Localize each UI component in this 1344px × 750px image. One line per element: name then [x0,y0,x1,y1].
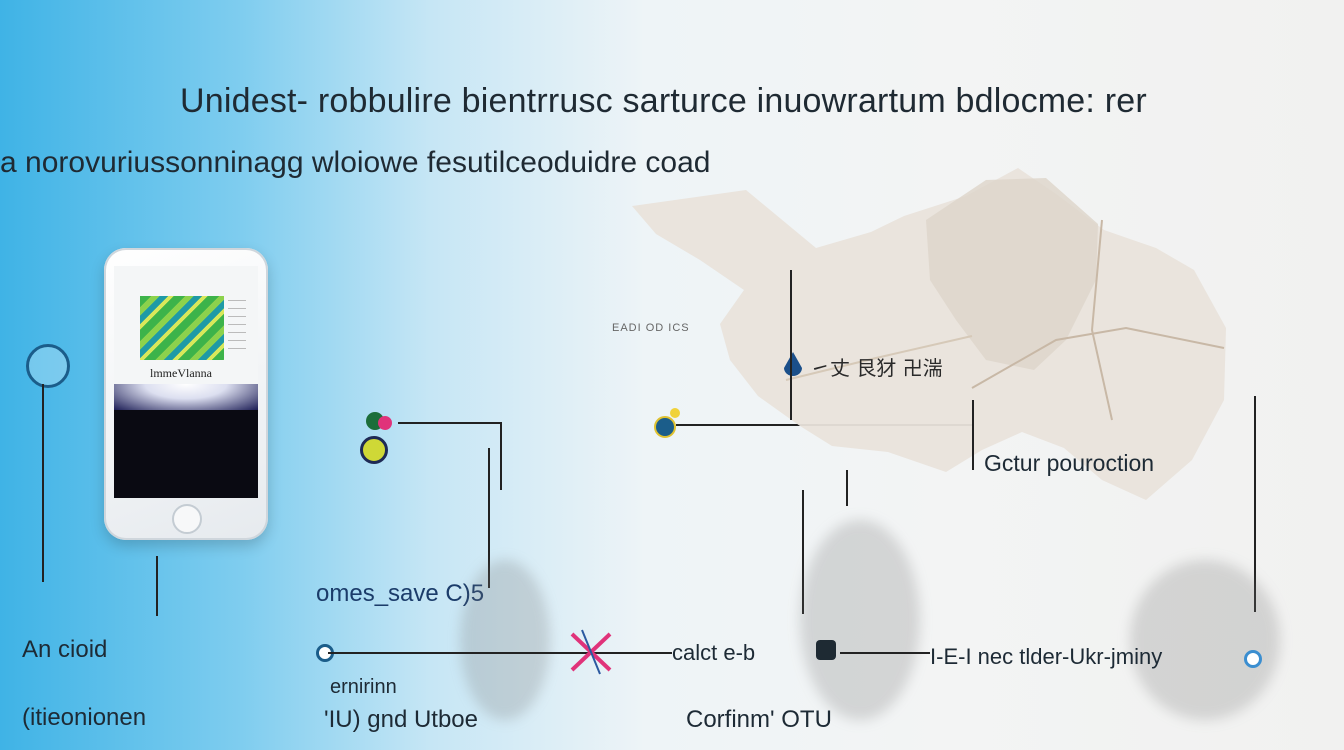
headline-line-2: a norovuriussonninagg wloiowe fesutilceo… [0,146,711,179]
map-line-v-1 [790,270,792,420]
label-confirm: Corfinm' OTU [686,706,832,733]
label-cloud: An cioid [22,636,108,663]
left-node-stem [42,384,44,582]
label-calct: calct e-b [672,640,756,665]
phone-icon: lmmeVlanna [104,248,268,540]
left-node-icon [26,344,70,388]
connector-node-icon [356,410,400,466]
label-cloud-sub: (itieonionen [22,704,147,731]
smudge-2 [460,560,550,720]
smudge-1 [800,520,920,720]
headline-line-1: Unidest- robbulire bientrrusc sarturce i… [180,82,1147,120]
connect-end-icon [1244,650,1262,668]
map-region-2 [926,178,1098,370]
map-border-2 [1090,219,1113,421]
crossed-icon [566,628,616,676]
timeline-line-1 [328,652,672,654]
calct-icon [816,640,836,660]
map-border-1 [971,326,1225,389]
label-connect: I-E-I nec tlder-Ukr-jminy [930,644,1163,669]
connector-v-1 [500,422,502,490]
screen-chart-art [140,296,224,360]
home-button [172,504,202,534]
map-area [632,168,1226,500]
right-connector-node-icon [650,408,686,448]
map-border-3 [785,335,973,381]
connector-v-2 [488,448,490,588]
location-pin-icon [782,352,804,376]
label-omes: omes_save C)5 [316,580,485,607]
map-pin-text: ㇀丈 艮犲 卍湍 [810,356,943,380]
map-line-v-4 [802,490,804,614]
screen-lines [228,300,246,356]
timeline-line-2 [840,652,930,654]
label-iu-grid: 'IU) gnd Utboe [324,706,478,733]
label-erninn: ernirinn [330,676,397,698]
map-line-v-2 [972,400,974,470]
phone-screen: lmmeVlanna [114,266,258,498]
map-small-text: EADI OD ICS [612,322,690,334]
screen-band [114,384,258,410]
map-line-v-3 [846,470,848,506]
phone-stem [156,556,158,616]
screen-caption: lmmeVlanna [150,366,212,380]
map-line-v-5 [1254,396,1256,612]
smudge-3 [1130,560,1280,720]
label-gctur: Gctur pouroction [984,450,1155,476]
connector-h-1 [398,422,502,424]
